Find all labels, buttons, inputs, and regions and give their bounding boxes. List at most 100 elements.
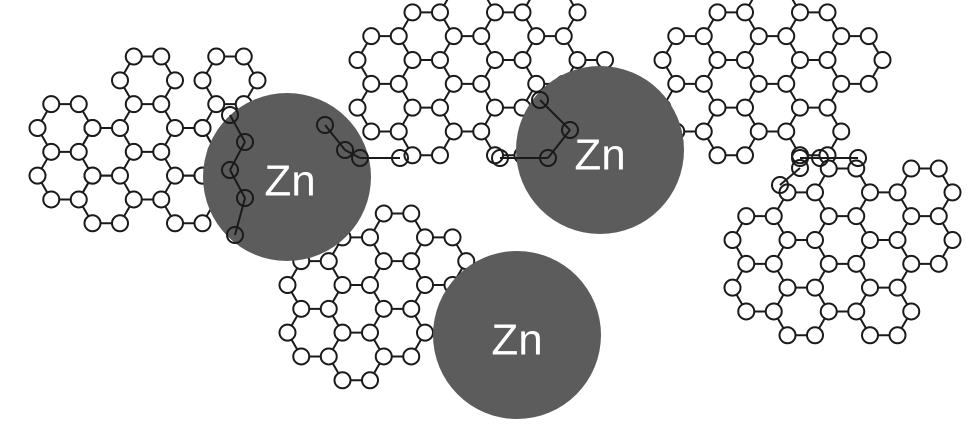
carbon-atom [292,347,311,366]
carbon-atom [791,51,809,69]
zinc-atom: Zn [516,66,684,234]
carbon-atom [888,326,907,345]
carbon-atom [749,122,768,141]
carbon-atom [374,252,393,271]
carbon-atom [152,95,171,114]
carbon-atom [69,95,88,114]
carbon-atom [708,3,727,22]
carbon-atom [902,159,921,178]
carbon-atom [236,189,254,207]
carbon-atom [777,122,796,141]
carbon-atom [861,326,879,345]
carbon-atom [292,299,311,318]
carbon-atom [491,149,509,167]
carbon-atom [403,3,422,22]
carbon-atom [736,3,754,22]
carbon-atom [708,146,727,165]
carbon-atom [749,74,768,93]
carbon-atom [336,141,354,159]
carbon-atom [929,254,948,273]
carbon-atom [236,133,254,151]
carbon-atom [389,74,408,93]
carbon-atom [28,166,47,185]
carbon-atom [791,149,809,167]
carbon-atom [361,371,379,390]
carbon-atom [472,27,491,46]
carbon-atom [193,214,212,233]
carbon-atom [402,347,421,366]
carbon-atom [777,27,796,46]
carbon-atom [943,183,962,202]
carbon-atom [111,119,129,137]
carbon-atom [374,299,393,318]
carbon-atom [221,161,239,179]
carbon-atom [319,252,338,271]
carbon-atom [847,254,866,273]
carbon-atom [861,183,879,202]
carbon-atom [943,231,962,249]
carbon-atom [416,228,434,247]
carbon-atom [248,71,267,90]
carbon-atom [444,27,463,46]
zinc-atom-label: Zn [574,131,625,180]
carbon-atom [431,3,449,22]
carbon-atom [444,74,463,93]
carbon-atom [319,347,338,366]
carbon-atom [351,149,369,167]
carbon-atom [316,116,334,134]
carbon-atom [166,71,184,90]
carbon-atom [416,276,434,294]
carbon-atom [111,166,129,185]
carbon-atom [124,142,143,161]
carbon-atom [832,27,851,46]
carbon-atom [402,204,421,223]
carbon-atom [486,3,504,22]
carbon-atom [737,254,756,273]
carbon-atom [859,74,878,93]
carbon-atom [708,51,727,69]
carbon-atom [888,278,907,297]
carbon-atom [402,252,421,271]
carbon-atom [402,299,421,318]
carbon-atom [819,254,838,273]
carbon-atom [667,74,686,93]
carbon-atom [791,3,809,22]
carbon-atom [361,323,379,342]
carbon-atom [847,207,866,226]
carbon-atom [193,119,212,137]
carbon-atom [278,323,297,342]
carbon-atom [374,204,393,223]
zinc-atoms: Zn Zn Zn [203,66,684,419]
carbon-atom [226,226,244,244]
carbon-atom [749,27,768,46]
carbon-bond [229,141,246,171]
carbon-atom [806,183,824,202]
carbon-atom [403,51,422,69]
carbon-atom [28,119,47,137]
carbon-atom [83,166,102,185]
carbon-atom [568,51,587,69]
carbon-atom [124,47,143,66]
carbon-atom [832,122,851,141]
carbon-atom [554,27,573,46]
carbon-atom [152,190,171,209]
carbon-atom [736,51,754,69]
carbon-atom [737,302,756,321]
carbon-atom [888,231,907,249]
carbon-atom [278,276,297,294]
carbon-atom [764,207,783,226]
top-right-flake [653,0,892,165]
carbon-atom [811,149,829,167]
carbon-atom [859,27,878,46]
carbon-atom [42,95,61,114]
carbon-atom [694,27,713,46]
carbon-atom [873,51,892,69]
carbon-atom [861,278,879,297]
carbon-bond [779,167,801,186]
carbon-atom [861,231,879,249]
carbon-atom [431,146,449,165]
carbon-atom [764,254,783,273]
carbon-atom [778,278,797,297]
carbon-atom [806,326,824,345]
carbon-atom [124,95,143,114]
